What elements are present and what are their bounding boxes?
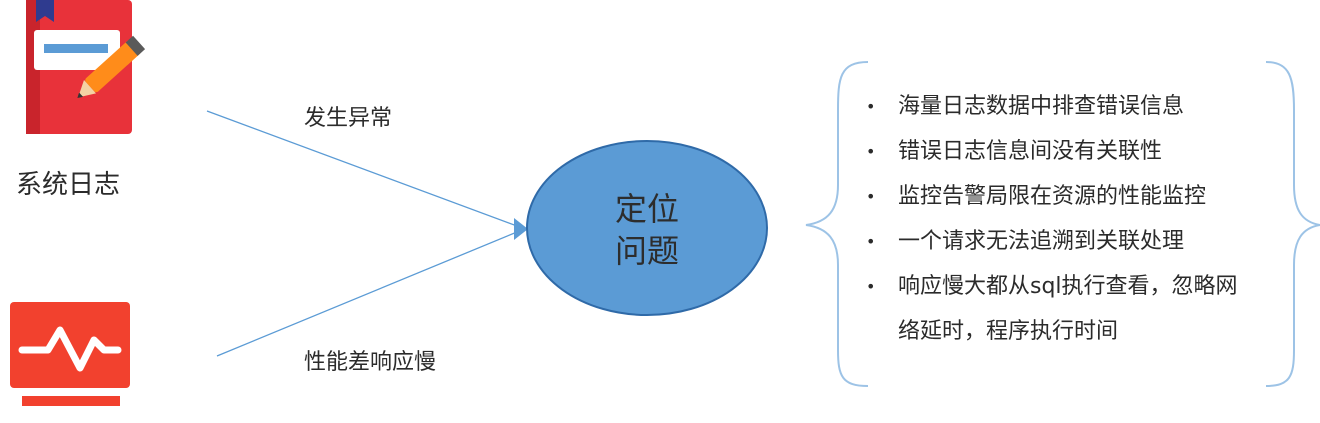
center-line-2: 问题 [614,232,679,270]
log-book-pencil-icon [26,0,146,134]
arrow-top [206,110,518,227]
center-ellipse [526,140,768,316]
arrowhead [514,218,528,240]
list-item: 响应慢大都从sql执行查看，忽略网络延时，程序执行时间 [866,264,1276,354]
issue-list: 海量日志数据中排查错误信息 错误日志信息间没有关联性 监控告警局限在资源的性能监… [866,84,1276,354]
list-item: 海量日志数据中排查错误信息 [866,84,1276,129]
center-node-text: 定位 问题 [527,188,767,272]
list-item: 一个请求无法追溯到关联处理 [866,219,1276,264]
arrow-top-label: 发生异常 [304,106,393,131]
arrow-bottom-label: 性能差响应慢 [304,350,437,375]
list-item: 监控告警局限在资源的性能监控 [866,174,1276,219]
center-line-1: 定位 [614,190,679,228]
monitor-pulse-icon [10,302,130,406]
system-log-label: 系统日志 [16,170,121,200]
list-item: 错误日志信息间没有关联性 [866,129,1276,174]
left-brace [805,61,869,387]
arrow-bottom [216,231,518,357]
